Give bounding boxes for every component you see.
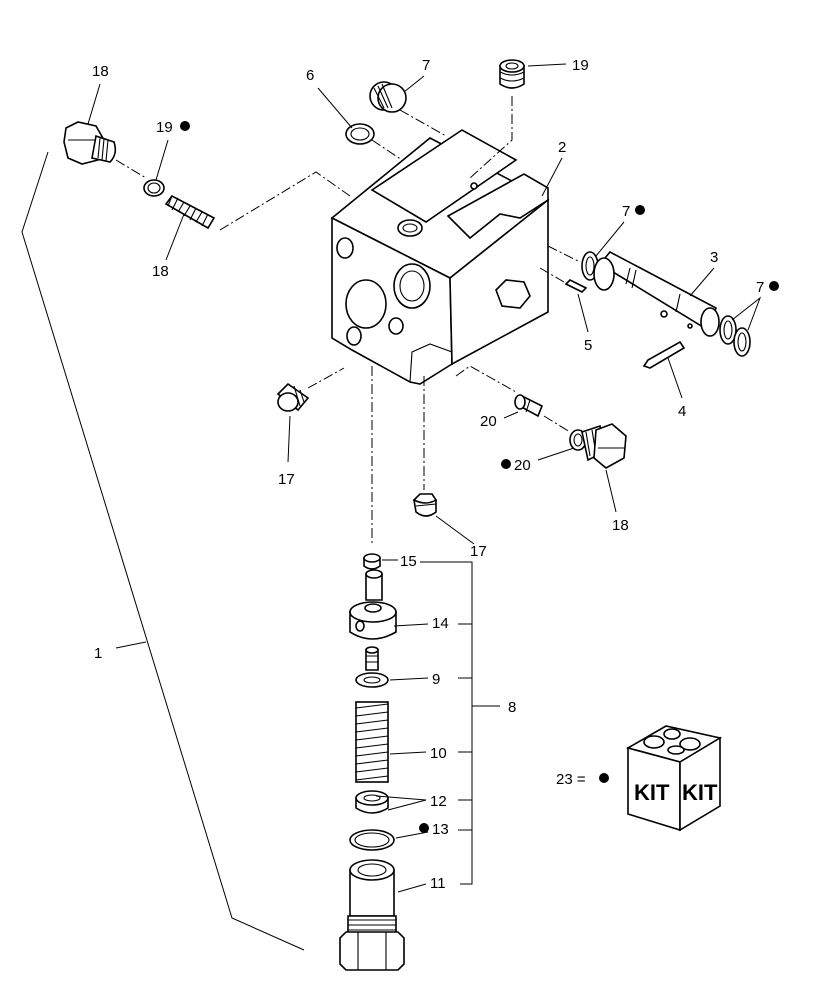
callout-8: 7 [422,57,430,74]
callout-4: 4 [678,403,686,420]
kit-marker-23 [599,773,609,783]
hex-plug-18-right [581,423,627,469]
spring-11 [355,701,389,783]
callout-5: 5 [584,337,592,354]
callout-16: 15 [400,553,417,570]
cartridge-body-12 [339,859,405,971]
callout-12: 11 [430,875,446,892]
group-bracket-9 [420,561,500,885]
callout-11: 10 [430,745,447,762]
callout-20: 20 [480,413,497,430]
o-rings-7-right [719,315,751,357]
callout-7-right: 7 [756,279,764,296]
assembly-bracket [21,151,305,951]
callout-23: 23 = [556,771,586,788]
o-ring-19-top [143,179,165,197]
fitting-20 [514,394,544,418]
o-ring-14 [349,829,395,851]
kit-marker-19-top [180,121,190,131]
plug-17-bottom [412,493,438,517]
callout-6: 6 [306,67,314,84]
plug-17-left [276,382,310,412]
valve-body [330,129,550,385]
callout-14: 13 [432,821,449,838]
callout-10: 9 [432,671,440,688]
kit-marker-7-top [635,205,645,215]
setscrew-22 [499,59,525,89]
callout-3: 3 [710,249,718,266]
spool-3 [593,250,720,337]
callout-18-top: 18 [92,63,109,80]
poppet-15 [349,569,397,640]
callout-1: 1 [94,645,102,662]
kit-box-icon: KIT KIT [625,725,723,832]
callout-22: 19 [572,57,589,74]
callout-13: 12 [430,793,447,810]
callout-2: 2 [558,139,566,156]
callout-19-right: 20 [514,457,531,474]
retainer-10 [355,646,389,688]
hex-plug-18-top [63,121,117,165]
pin-4 [642,340,686,369]
plug-8 [369,81,407,113]
callout-18-right: 18 [612,517,629,534]
callout-15: 14 [432,615,449,632]
callout-19-top: 19 [156,119,173,136]
pin-5 [564,279,588,293]
kit-marker-7-right [769,281,779,291]
callout-17-left: 17 [278,471,295,488]
washers-13 [355,790,389,814]
callout-21: 18 [152,263,169,280]
kit-label-left: KIT [634,780,670,805]
callout-17-bottom: 17 [470,543,487,560]
callout-7-top: 7 [622,203,630,220]
retaining-ring-6 [345,123,375,145]
ball-16 [363,553,381,570]
kit-marker-14 [419,823,429,833]
spring-21 [164,194,216,230]
kit-marker-19-right [501,459,511,469]
kit-label-right: KIT [682,780,718,805]
callout-9: 8 [508,699,516,716]
